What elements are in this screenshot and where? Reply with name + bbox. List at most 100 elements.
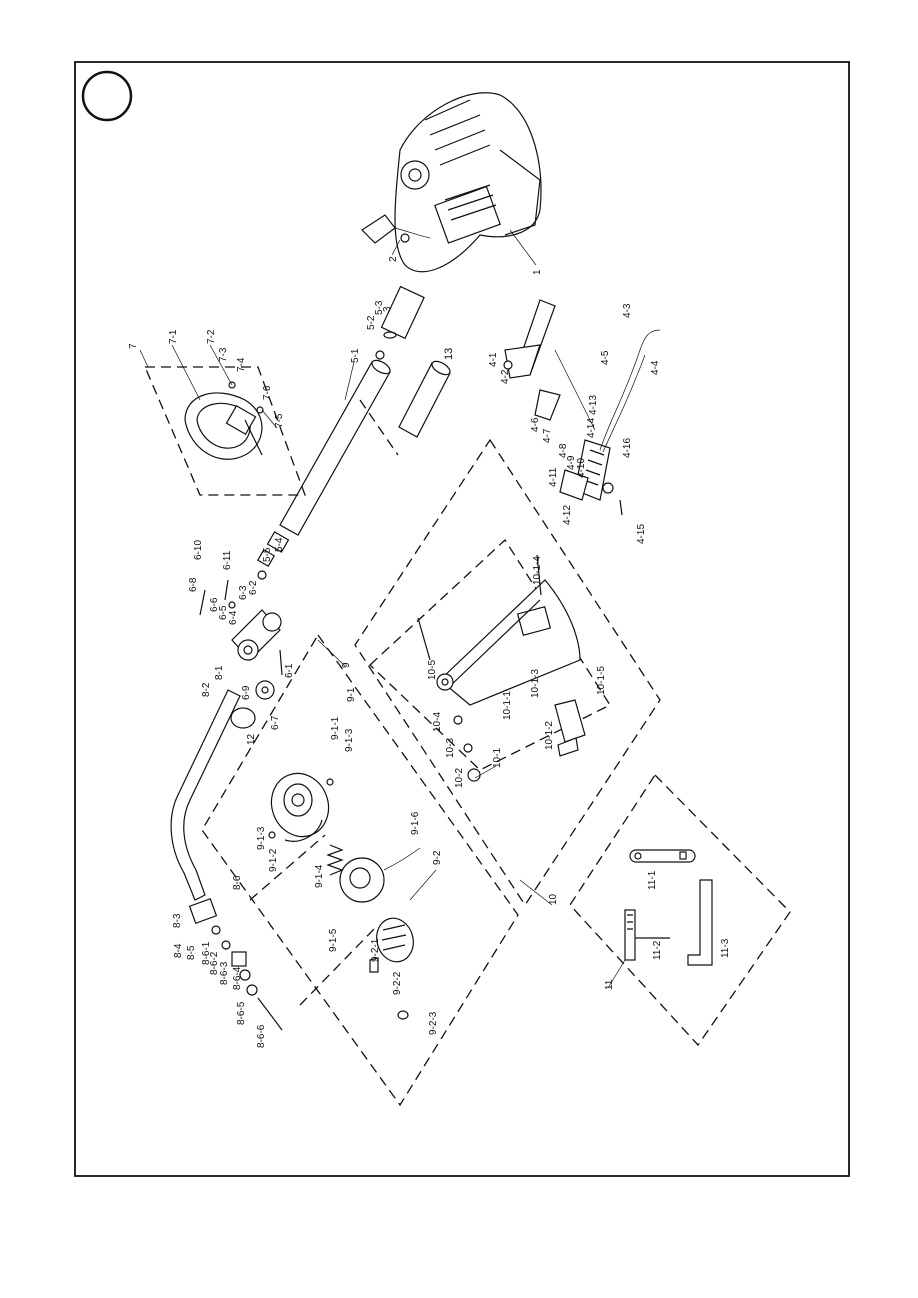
- drive-shaft-tube: [256, 359, 391, 568]
- label-10-4: 10-4: [432, 712, 443, 732]
- label-9-2-1: 9-2-1: [370, 938, 381, 962]
- label-10-3: 10-3: [445, 738, 456, 758]
- label-8-6-3: 8-6-3: [219, 961, 230, 985]
- label-8-6-6: 8-6-6: [256, 1024, 267, 1048]
- label-8-2: 8-2: [201, 682, 212, 697]
- label-6-5: 6-5: [218, 605, 229, 620]
- label-6-10: 6-10: [193, 540, 204, 560]
- label-4-9: 4-9: [566, 455, 577, 470]
- label-11-2: 11-2: [652, 940, 663, 960]
- label-10-2: 10-2: [454, 768, 465, 788]
- label-9-1-3-left: 9-1-3: [256, 826, 267, 850]
- tool-kit: [624, 849, 713, 966]
- label-4-2: 4-2: [500, 369, 511, 384]
- leader-lines: [139, 229, 626, 989]
- page-frame: [74, 61, 850, 1177]
- label-8-6-1: 8-6-1: [201, 941, 212, 965]
- label-11: 11: [604, 979, 615, 990]
- label-10-1-4: 10-1-4: [532, 556, 543, 585]
- label-6-7: 6-7: [270, 715, 281, 730]
- label-4-11: 4-11: [548, 467, 559, 487]
- label-4-4: 4-4: [650, 360, 661, 375]
- label-6-9: 6-9: [241, 685, 252, 700]
- label-5-5: 5-5: [262, 547, 273, 562]
- label-6-1: 6-1: [284, 663, 295, 678]
- label-9: 9: [341, 662, 352, 668]
- coupling-sleeve: [375, 285, 425, 360]
- part-labels: 1 2 3 7 7-1 7-2 7-3 7-4 7-6 7-5 5-1 5-2 …: [128, 256, 731, 1048]
- label-7-1: 7-1: [168, 329, 179, 344]
- label-4-5: 4-5: [600, 350, 611, 365]
- label-9-2-3: 9-2-3: [428, 1011, 439, 1035]
- label-12: 12: [246, 733, 257, 745]
- label-6-11: 6-11: [222, 550, 233, 570]
- throttle-handle: [503, 299, 661, 516]
- label-8-3: 8-3: [172, 913, 183, 928]
- label-6-4: 6-4: [228, 610, 239, 625]
- label-10-1-3: 10-1-3: [530, 669, 541, 698]
- grip: [230, 707, 256, 729]
- label-7-6: 7-6: [262, 385, 273, 400]
- label-7-2: 7-2: [206, 329, 217, 344]
- label-5-1: 5-1: [350, 348, 361, 363]
- label-4-13: 4-13: [588, 395, 599, 415]
- label-4-7: 4-7: [542, 428, 553, 443]
- label-3: 3: [382, 306, 393, 312]
- guard: [417, 554, 586, 782]
- label-9-1-5: 9-1-5: [328, 928, 339, 952]
- label-8-6-5: 8-6-5: [236, 1001, 247, 1025]
- tool-kit-box: [569, 773, 791, 1047]
- label-11-3: 11-3: [720, 938, 731, 958]
- section-marker-circle: [81, 70, 133, 122]
- label-4-16: 4-16: [622, 438, 633, 458]
- label-10: 10: [548, 893, 559, 905]
- label-9-1: 9-1: [346, 687, 357, 702]
- label-10-1-5: 10-1-5: [596, 666, 607, 695]
- label-9-2-2: 9-2-2: [392, 971, 403, 995]
- label-7-5: 7-5: [274, 413, 285, 428]
- label-13: 13: [443, 348, 455, 360]
- handlebar: [170, 689, 283, 1031]
- label-4-12: 4-12: [562, 505, 573, 525]
- label-4-15: 4-15: [636, 524, 647, 544]
- label-6-3: 6-3: [238, 585, 249, 600]
- label-8-6-2: 8-6-2: [209, 951, 220, 975]
- trimmer-head: [268, 772, 421, 1020]
- label-9-2: 9-2: [432, 850, 443, 865]
- label-6-6: 6-6: [209, 597, 220, 612]
- label-4-8: 4-8: [558, 443, 569, 458]
- label-9-1-4: 9-1-4: [314, 864, 325, 888]
- label-7-3: 7-3: [218, 347, 229, 362]
- label-5-3: 5-3: [374, 300, 385, 315]
- label-4-10: 4-10: [576, 458, 587, 478]
- label-4-6: 4-6: [530, 417, 541, 432]
- guard-box: [354, 438, 661, 907]
- label-11-1: 11-1: [647, 870, 658, 890]
- loop-handle: [184, 381, 264, 460]
- loop-handle-box: [144, 366, 306, 496]
- shaft-dash-line: [359, 399, 399, 456]
- label-8-6-4: 8-6-4: [232, 966, 243, 990]
- trimmer-head-box: [201, 633, 519, 1107]
- label-8-6: 8-6: [232, 875, 243, 890]
- protective-sleeve: [398, 360, 451, 438]
- label-4-1: 4-1: [488, 352, 499, 367]
- label-5-2: 5-2: [366, 315, 377, 330]
- label-9-1-2: 9-1-2: [268, 848, 279, 872]
- label-7: 7: [128, 343, 139, 349]
- handle-clamp: [199, 570, 283, 700]
- label-4-3: 4-3: [622, 303, 633, 318]
- label-9-1-3-right: 9-1-3: [344, 728, 355, 752]
- label-6-2: 6-2: [248, 580, 259, 595]
- label-9-1-1: 9-1-1: [330, 716, 341, 740]
- label-9-1-6: 9-1-6: [410, 811, 421, 835]
- label-8-5: 8-5: [186, 945, 197, 960]
- label-4-14: 4-14: [586, 418, 597, 438]
- label-6-8: 6-8: [188, 577, 199, 592]
- label-10-5: 10-5: [427, 660, 438, 680]
- label-7-4: 7-4: [236, 357, 247, 372]
- label-10-1-1: 10-1-1: [502, 691, 513, 720]
- spool-inner-box: [249, 834, 379, 1006]
- label-1: 1: [532, 269, 543, 275]
